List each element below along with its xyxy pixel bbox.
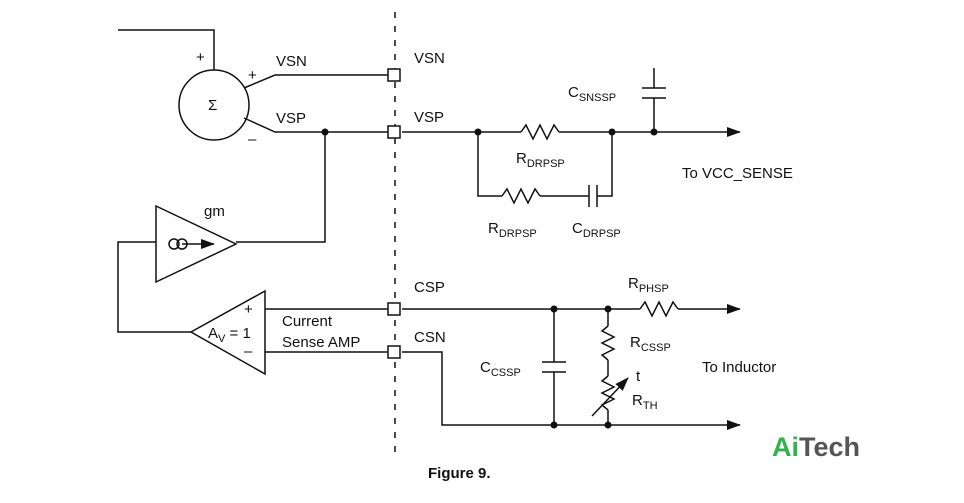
csp-label: CSP [414,279,445,296]
aitech-logo: AiTech [772,432,860,462]
vsn-wire [243,74,388,89]
r-cssp-label: RCSSP [630,334,671,354]
c-drpsp-label: CDRPSP [572,220,621,240]
r-drpsp-bottom-label: RDRPSP [488,220,537,240]
sum-minus-in-label: – [248,131,257,148]
junction-dot [321,128,329,136]
vsp-right-label: VSP [414,109,444,126]
amp-minus-label: – [244,343,253,360]
vsn-left-label: VSN [276,53,307,70]
r-drpsp-top-label: RDRPSP [516,150,565,170]
drp-right-wire [597,132,613,197]
current-sense-label-line2: Sense AMP [282,334,360,351]
current-source-circle-a [168,238,180,250]
csn-label: CSN [414,329,446,346]
summing-junction [178,69,250,141]
csn-right-wire [402,351,741,430]
r-cssp-resistor [600,325,616,361]
to-vcc-sense-label: To VCC_SENSE [682,165,793,182]
gm-label: gm [204,203,225,220]
pin-csp [387,302,401,316]
r-phsp-label: RPHSP [628,275,669,295]
pin-csn [387,345,401,359]
vsp-feedback-wire [236,132,326,243]
to-inductor-label: To Inductor [702,359,776,376]
c-cssp-label: CCSSP [480,359,521,379]
junction-dot [608,128,616,136]
junction-dot [550,305,558,313]
junction-dot [474,128,482,136]
vsn-right-label: VSN [414,50,445,67]
junction-dot [550,421,558,429]
figure-caption: Figure 9. [428,465,491,482]
summer-input-wire [118,29,215,70]
gm-amplifier [155,204,238,284]
vsp-wire [243,117,388,133]
amp-gain-label: AV = 1 [208,325,251,345]
sum-plus-in-label: + [248,67,257,84]
r-drpsp-top-resistor [520,123,560,141]
r-th-thermistor [600,375,616,411]
junction-dot [604,421,612,429]
r-drpsp-bottom-resistor [501,187,541,205]
pin-vsn [387,68,401,82]
sum-symbol: Σ [208,97,217,114]
current-sense-amplifier [189,289,266,376]
pin-vsp [387,125,401,139]
current-sense-label-line1: Current [282,313,333,330]
sum-plus-top-label: + [196,49,205,66]
drp-left-wire [477,132,502,197]
amp-plus-label: + [244,301,253,318]
c-snssp-label: CSNSSP [568,84,616,104]
r-th-label: RTH [632,392,658,412]
vsp-left-label: VSP [276,110,306,127]
amp-to-gm-wire [117,241,191,333]
junction-dot [604,305,612,313]
thermistor-t-label: t [636,368,641,385]
junction-dot [650,128,658,136]
r-phsp-resistor [639,300,679,318]
r-th-arrow [591,377,629,417]
